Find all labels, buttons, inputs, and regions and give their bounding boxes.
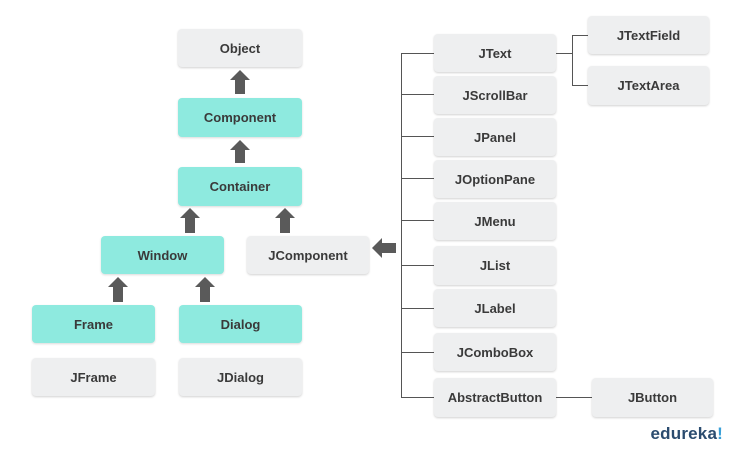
node-jtextfield-label: JTextField <box>616 27 681 43</box>
node-object: Object <box>178 29 302 67</box>
node-dialog: Dialog <box>179 305 302 343</box>
node-abstractbutton: AbstractButton <box>434 378 556 417</box>
node-jscrollbar-label: JScrollBar <box>462 87 528 103</box>
node-frame: Frame <box>32 305 155 343</box>
edureka-logo: edureka! <box>651 424 723 444</box>
node-dialog-label: Dialog <box>220 316 261 332</box>
node-component: Component <box>178 98 302 137</box>
node-jtextarea: JTextArea <box>588 66 709 105</box>
node-jcombobox-label: JComboBox <box>456 344 534 360</box>
arrow-swing-to-jcomponent <box>372 238 396 258</box>
node-jpanel-label: JPanel <box>474 129 516 145</box>
node-object-label: Object <box>219 40 261 56</box>
node-jpanel: JPanel <box>434 118 556 156</box>
node-jmenu-label: JMenu <box>474 213 516 229</box>
node-container: Container <box>178 167 302 206</box>
node-jcombobox: JComboBox <box>434 333 556 371</box>
node-jscrollbar: JScrollBar <box>434 76 556 114</box>
node-jbutton-label: JButton <box>627 390 678 405</box>
node-window-label: Window <box>137 247 188 263</box>
node-jframe: JFrame <box>32 358 155 396</box>
node-container-label: Container <box>209 179 271 194</box>
node-jtext: JText <box>434 34 556 72</box>
node-jdialog: JDialog <box>179 358 302 396</box>
node-joptionpane: JOptionPane <box>434 160 556 198</box>
node-window: Window <box>101 236 224 274</box>
node-frame-label: Frame <box>73 316 114 332</box>
node-jtextarea-label: JTextArea <box>617 78 680 93</box>
node-joptionpane-label: JOptionPane <box>454 171 536 187</box>
node-jlist: JList <box>434 246 556 285</box>
node-jlist-label: JList <box>479 258 511 273</box>
node-jtext-label: JText <box>478 45 512 61</box>
node-jcomponent-label: JComponent <box>268 247 348 263</box>
node-abstractbutton-label: AbstractButton <box>447 390 543 405</box>
arrow-container-to-component <box>230 140 250 163</box>
node-jframe-label: JFrame <box>70 369 117 385</box>
node-jcomponent: JComponent <box>247 236 369 274</box>
brand-mark: ! <box>717 424 723 443</box>
inheritance-arrows <box>108 70 396 302</box>
tree-connectors <box>401 35 592 398</box>
node-jtextfield: JTextField <box>588 16 709 54</box>
node-component-label: Component <box>203 110 277 125</box>
arrow-jcomponent-to-container <box>275 208 295 233</box>
arrow-component-to-object <box>230 70 250 94</box>
node-jlabel: JLabel <box>434 289 556 327</box>
arrow-dialog-to-window <box>195 277 215 302</box>
node-jmenu: JMenu <box>434 202 556 240</box>
brand-name: edureka <box>650 424 718 443</box>
node-jdialog-label: JDialog <box>217 369 264 385</box>
arrow-frame-to-window <box>108 277 128 302</box>
arrow-window-to-container <box>180 208 200 233</box>
node-jbutton: JButton <box>592 378 713 417</box>
node-jlabel-label: JLabel <box>474 300 516 316</box>
